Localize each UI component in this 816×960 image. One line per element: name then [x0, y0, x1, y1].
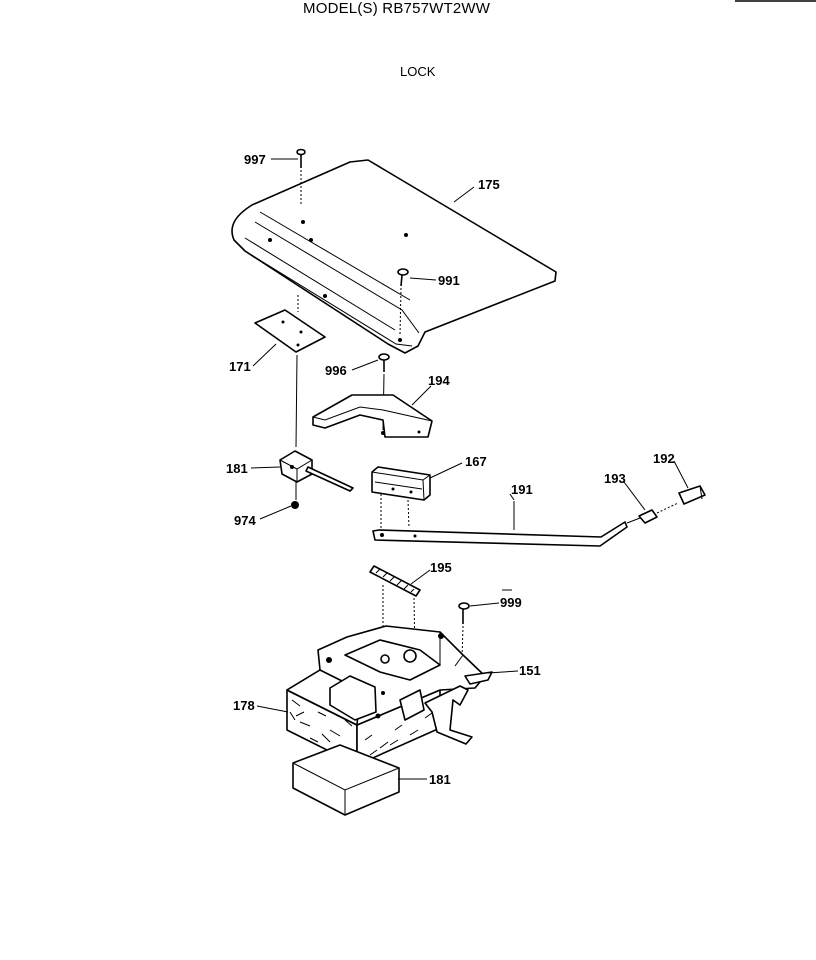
part-171-plate: [254, 309, 326, 353]
model-title: MODEL(S) RB757WT2WW: [303, 0, 491, 17]
section-title: LOCK: [400, 64, 436, 79]
callout-181-lower: 181: [429, 772, 451, 787]
callout-192: 192: [653, 451, 675, 466]
callout-996: 996: [325, 363, 347, 378]
callout-191: 191: [511, 482, 533, 497]
part-997-screw: [296, 148, 306, 205]
part-181-block-lower: [292, 744, 400, 816]
part-991-screw: [397, 268, 409, 336]
callout-974: 974: [234, 513, 256, 528]
callout-178: 178: [233, 698, 255, 713]
callout-195: 195: [430, 560, 452, 575]
part-192-cap: [678, 485, 706, 505]
callout-997: 997: [244, 152, 266, 167]
callout-194: 194: [428, 373, 450, 388]
callout-181-upper: 181: [226, 461, 248, 476]
callout-151: 151: [519, 663, 541, 678]
part-191-lock-arm: [372, 521, 628, 547]
callout-991: 991: [438, 273, 460, 288]
part-175-cover: [231, 159, 557, 354]
part-151-latch: [286, 625, 493, 745]
part-181a-axis: [295, 354, 298, 448]
part-193-pin: [626, 502, 679, 524]
part-974-nut: [291, 482, 299, 509]
callout-167: 167: [465, 454, 487, 469]
callout-193: 193: [604, 471, 626, 486]
part-167-guide: [371, 466, 431, 530]
leader-lines: [250, 158, 689, 780]
part-181-switch-upper: [279, 450, 354, 492]
part-194-bracket: [312, 394, 433, 438]
callout-175: 175: [478, 177, 500, 192]
callout-999: 999: [500, 595, 522, 610]
callout-171: 171: [229, 359, 251, 374]
